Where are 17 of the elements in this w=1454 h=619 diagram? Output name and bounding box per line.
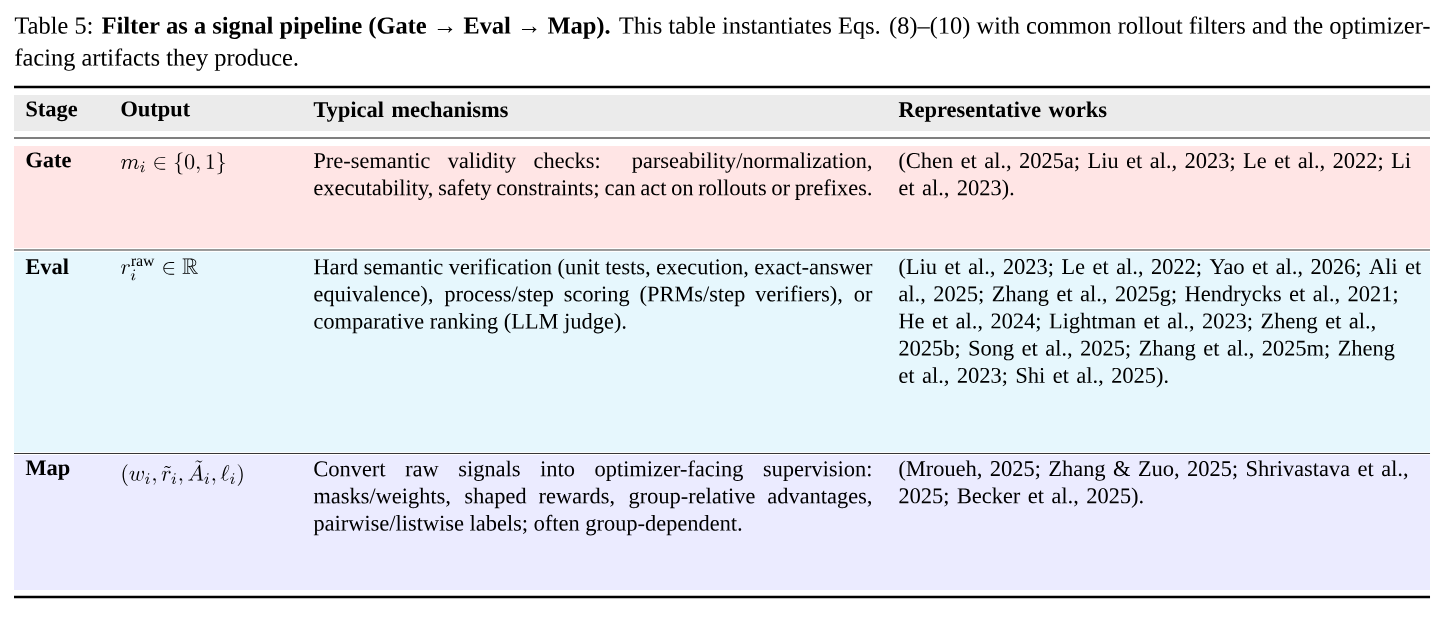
- stage-label: Gate: [26, 152, 71, 168]
- column-header: Output: [121, 101, 191, 121]
- citation-text: (Chen et al., 2025a; Liu et al., 2023; Le et al., 2022; Li et al., 2023).: [899, 152, 1411, 200]
- column-header: Stage: [26, 101, 78, 122]
- output-formula: $r_i^{\mathrm{raw}} \in \mathbb{R}$: [121, 258, 198, 281]
- mechanism-text: Pre-semantic validity checks: parseability/normalization, executability, safety constraints; can act on rollouts or prefixes.: [314, 152, 872, 200]
- table-caption: Table 5: Filter as a signal pipeline (Gate → Eval → Map). This table instantiates Eqs. (8)–(10) with common rollout filters and the optimizer-facing artifacts they produce.: [14, 16, 1430, 71]
- citation-text: (Liu et al., 2023; Le et al., 2022; Yao et al., 2026; Ali et al., 2025; Zhang et al., 2025g; Hendrycks et al., 2021; He et al., 2024; Lightman et al., 2023; Zheng et al., 2025b; Song et al., 2025; Zhang et al., 2025m; Zheng et al., 2023; Shi et al., 2025).: [899, 258, 1422, 388]
- column-header: Representative works: [898, 101, 1107, 122]
- mechanism-text: Convert raw signals into optimizer-facing supervision: masks/weights, shaped rewards, group-relative advantages, pairwise/listwise labels; often group-dependent.: [313, 460, 872, 536]
- column-header: Typical mechanisms: [313, 101, 508, 122]
- output-formula: $(w_i, \tilde{r}_i, \tilde{A}_i, \ell_i)$: [122, 460, 243, 486]
- citation-text: (Mroueh, 2025; Zhang & Zuo, 2025; Shrivastava et al., 2025; Becker et al., 2025).: [899, 460, 1408, 508]
- stage-label: Map: [25, 460, 70, 480]
- stage-label: Eval: [25, 258, 69, 275]
- mechanism-text: Hard semantic verification (unit tests, execution, exact-answer equivalence), process/step scoring (PRMs/step verifiers), or comparative ranking (LLM judge).: [314, 258, 873, 334]
- output-formula: $m_i \in \{0,1\}$: [121, 152, 226, 175]
